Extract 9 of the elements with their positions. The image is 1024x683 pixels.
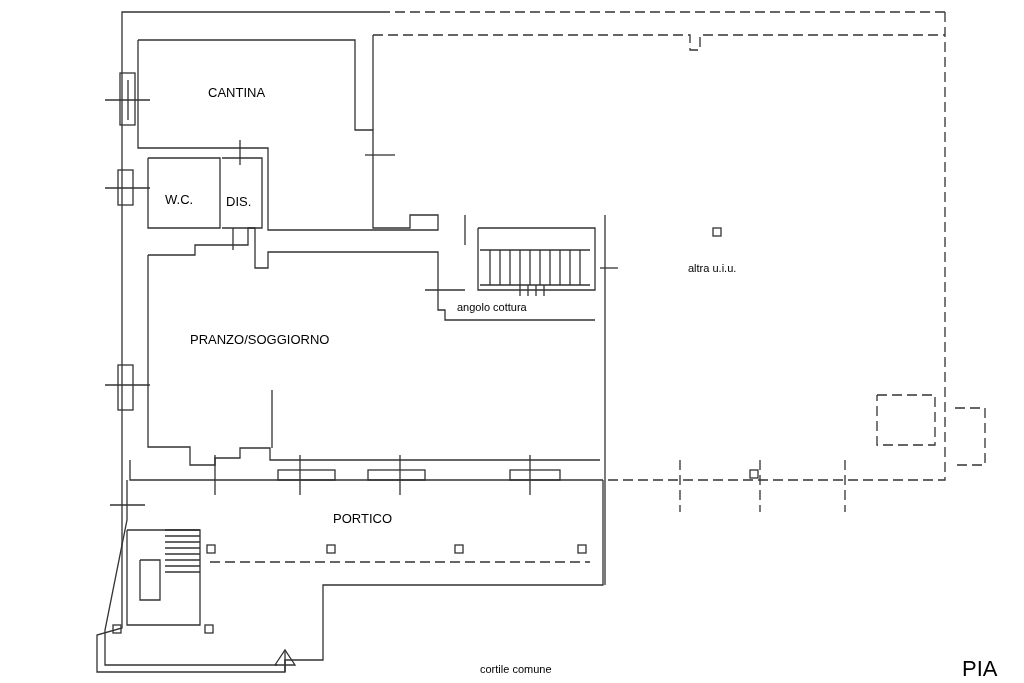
room-label: PRANZO/SOGGIORNO — [190, 333, 330, 346]
room-label: CANTINA — [208, 86, 266, 99]
sheet-title: PIA — [962, 658, 998, 680]
room-label: angolo cottura — [457, 302, 527, 313]
room-label: DIS. — [226, 195, 252, 208]
area-label: cortile comune — [480, 664, 552, 675]
room-label: PORTICO — [333, 512, 392, 525]
room-label: W.C. — [165, 193, 194, 206]
room-label: altra u.i.u. — [688, 263, 737, 274]
